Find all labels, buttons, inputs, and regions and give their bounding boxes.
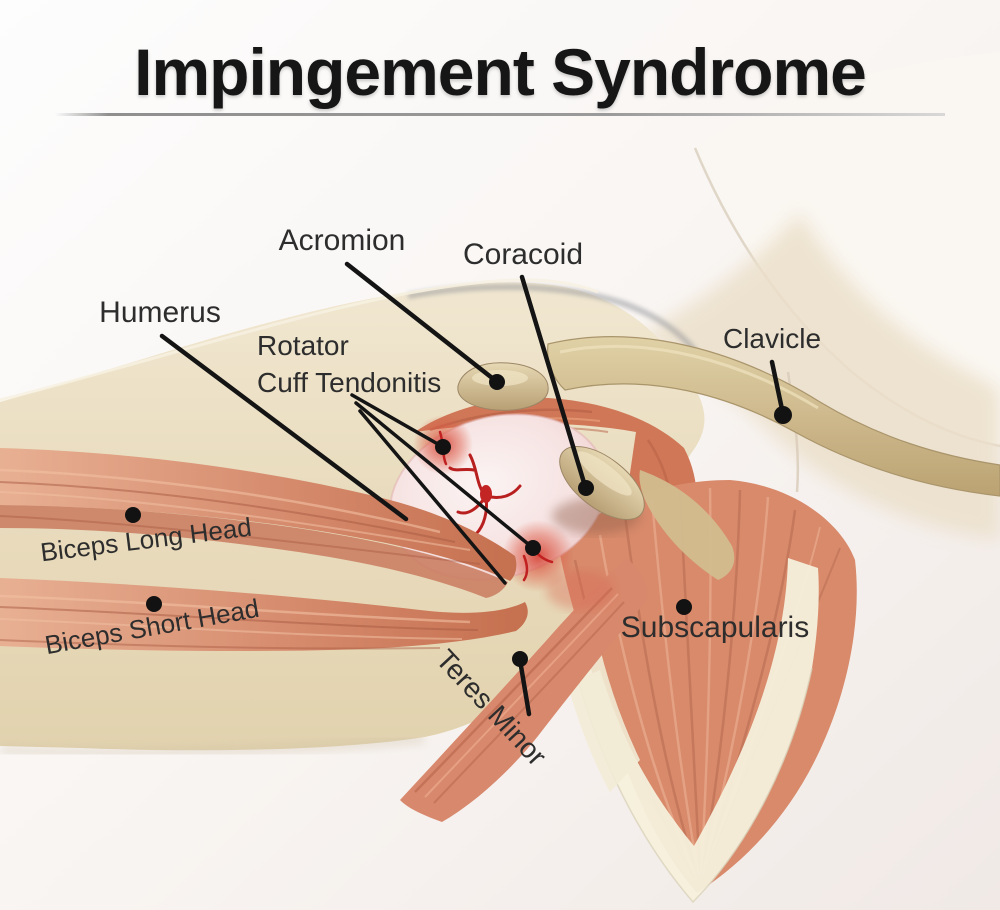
coracoid-dot (578, 480, 594, 496)
rotator-cuff-leader-line-3 (358, 409, 507, 585)
biceps-short-head-dot (146, 596, 162, 612)
humerus-leader-line (159, 333, 409, 522)
rotator-cuff-dot-lower (525, 540, 541, 556)
clavicle-bone (547, 336, 1000, 497)
rotator-cuff-leader-line-1 (350, 393, 445, 449)
clavicle-dot (774, 406, 792, 424)
clavicle-label: Clavicle (722, 323, 822, 354)
rotator-cuff-leader-line-2 (354, 401, 535, 550)
acromion-label: Acromion (278, 224, 406, 257)
biceps-short-head-muscle (0, 578, 528, 651)
teres-minor-dot (512, 651, 528, 667)
teres-minor-leader-line (517, 657, 532, 717)
acromion-dot (489, 374, 505, 390)
acromion-leader-line (344, 261, 499, 384)
subscapularis-label: Subscapularis (620, 611, 810, 644)
callout-dots (125, 374, 792, 667)
biceps-long-head-dot (125, 507, 141, 523)
rotator-cuff-dot-upper (435, 439, 451, 455)
title-divider (55, 113, 945, 116)
leader-lines (159, 261, 786, 717)
rotator-cuff-label-line1: Rotator (257, 330, 349, 361)
page-title: Impingement Syndrome (134, 35, 867, 109)
coracoid-label: Coracoid (462, 238, 584, 271)
biceps-long-head-muscle (0, 448, 517, 598)
humerus-label: Humerus (99, 296, 221, 329)
clavicle-leader-line (769, 359, 786, 417)
scapula-spine (639, 470, 735, 580)
rotator-cuff-label: Rotator Cuff Tendonitis (257, 327, 441, 401)
subscapularis-dot (676, 599, 692, 615)
coracoid-leader-line (519, 274, 588, 489)
rotator-cuff-label-line2: Cuff Tendonitis (257, 367, 442, 398)
